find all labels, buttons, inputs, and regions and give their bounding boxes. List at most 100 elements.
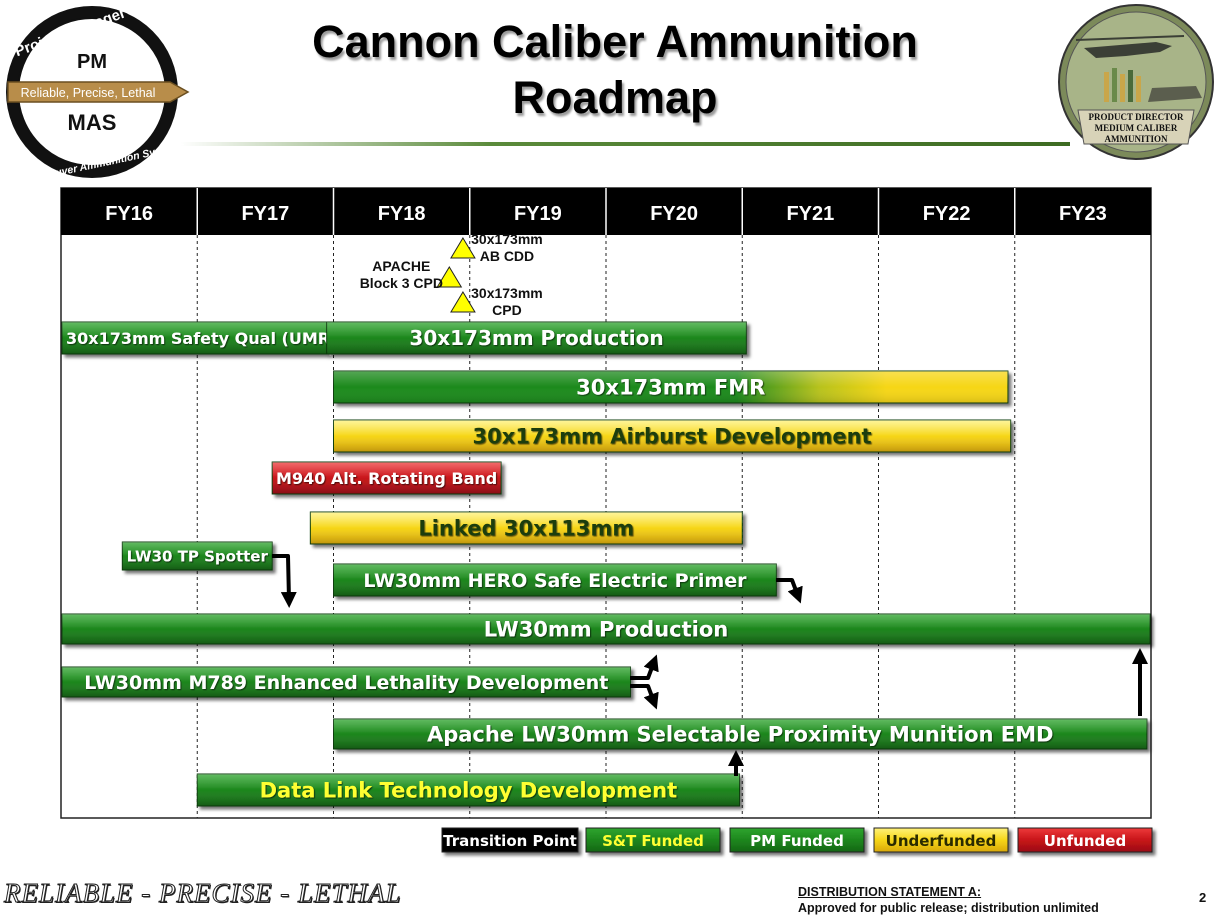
- bar-label: Data Link Technology Development: [260, 779, 678, 803]
- bar-sheen: [310, 512, 743, 544]
- legend-item-unfunded: Unfunded: [1017, 827, 1153, 853]
- page-title-line2: Roadmap: [512, 72, 718, 123]
- fiscal-year-labels: FY16 FY17 FY18 FY19 FY20 FY21 FY22 FY23: [105, 188, 1107, 235]
- ammunition-rounds-icon: [1104, 68, 1141, 102]
- legend-label: Underfunded: [886, 832, 997, 850]
- bar-label: 30x173mm Safety Qual (UMR): [66, 329, 337, 348]
- milestone-label: Block 3 CPD: [360, 275, 443, 291]
- fy-label-fy17: FY17: [241, 203, 289, 225]
- page-number: 2: [1199, 890, 1207, 905]
- legend-label: Unfunded: [1044, 832, 1126, 850]
- bar-label: 30x173mm Airburst Development: [473, 425, 872, 449]
- legend-item-underfunded: Underfunded: [873, 827, 1009, 853]
- bar-label: M940 Alt. Rotating Band: [276, 469, 497, 488]
- legend-label: Transition Point: [443, 832, 577, 850]
- legend-swatch: [1017, 827, 1153, 853]
- chart-frame: [60, 187, 1152, 819]
- bar-sheen: [122, 542, 273, 570]
- bar-label: 30x173mm FMR: [576, 376, 765, 400]
- footer-slogan: RELIABLE - PRECISE - LETHAL: [3, 878, 402, 909]
- bar-label: Apache LW30mm Selectable Proximity Munit…: [427, 723, 1054, 747]
- pd-mca-seal: PRODUCT DIRECTOR MEDIUM CALIBER AMMUNITI…: [1058, 4, 1214, 160]
- bar-lw30mm-hero-safe-electric-primer: LW30mm HERO Safe Electric Primer: [333, 563, 777, 597]
- bar-label: LW30mm Production: [484, 618, 728, 642]
- fy-label-fy22: FY22: [923, 203, 971, 225]
- milestone-label: 30x173mm: [471, 231, 543, 247]
- bar-30x173mm-production: 30x173mm Production: [326, 321, 747, 355]
- bar-label: 30x173mm Production: [409, 326, 663, 350]
- bar-data-link-technology-development: Data Link Technology Development: [196, 773, 741, 807]
- program-bars: 30x173mm Safety Qual (UMR) 30x173mm Produ…: [61, 319, 1151, 807]
- milestone-triangle-icon: [436, 266, 463, 288]
- pm-mas-logo: Project Manager PM Reliable, Precise, Le…: [6, 4, 190, 182]
- bar-apache-lw30mm-selectable-proximity-munition-emd: Apache LW30mm Selectable Proximity Munit…: [333, 718, 1148, 750]
- fy-label-fy23: FY23: [1059, 203, 1107, 225]
- seal-line1: PRODUCT DIRECTOR: [1089, 112, 1184, 122]
- fy-label-fy16: FY16: [105, 203, 153, 225]
- bar-sheen: [197, 774, 740, 806]
- seal-line2: MEDIUM CALIBER: [1095, 123, 1178, 133]
- legend-item-transition-point: Transition Point: [441, 827, 579, 853]
- bar-30x173mm-airburst-development: 30x173mm Airburst Development: [333, 419, 1012, 453]
- transition-arrow-spotter: [272, 554, 297, 608]
- bar-label: LW30mm M789 Enhanced Lethality Developme…: [84, 672, 608, 694]
- milestone-label: AB CDD: [480, 248, 534, 264]
- tank-icon: [1148, 86, 1202, 102]
- bar-sheen: [272, 462, 502, 494]
- bar-sheen: [62, 667, 631, 697]
- bar-label: Linked 30x113mm: [418, 517, 634, 541]
- legend-swatch: [873, 827, 1009, 853]
- bar-lw30mm-production: LW30mm Production: [61, 613, 1151, 645]
- bar-sheen: [333, 420, 1011, 452]
- milestone-label: 30x173mm: [471, 285, 543, 301]
- helicopter-icon: [1084, 42, 1172, 58]
- logo-mas-text: MAS: [68, 110, 117, 135]
- logo-ribbon-text: Reliable, Precise, Lethal: [21, 86, 156, 100]
- milestone-triangle-icon: [450, 237, 476, 259]
- bar-sheen: [62, 322, 327, 354]
- funding-legend: Transition Point S&T Funded PM Funded Under…: [441, 827, 1153, 853]
- page-title: Cannon Caliber Ammunition Roadmap: [250, 14, 980, 126]
- bar-30x173mm-fmr: 30x173mm FMR: [333, 370, 1009, 404]
- transition-arrow-m789-down: [630, 684, 659, 710]
- bar-sheen: [333, 371, 1008, 403]
- milestone-label: CPD: [492, 302, 522, 318]
- transition-arrow-m789-up: [630, 654, 659, 680]
- title-divider: [180, 142, 1070, 146]
- distribution-text: Approved for public release; distributio…: [798, 901, 1099, 915]
- logo-pm-text: PM: [77, 51, 107, 73]
- bar-label: LW30mm HERO Safe Electric Primer: [363, 570, 747, 592]
- legend-swatch: [441, 827, 579, 853]
- bar-sheen: [62, 614, 1150, 644]
- bar-lw30-tp-spotter: LW30 TP Spotter: [121, 541, 273, 571]
- legend-swatch: [729, 827, 865, 853]
- fy-label-fy20: FY20: [650, 203, 698, 225]
- fy-label-fy18: FY18: [378, 203, 426, 225]
- bar-sheen: [333, 564, 777, 596]
- legend-swatch: [585, 827, 721, 853]
- bar-30x173mm-safety-qual-umr: 30x173mm Safety Qual (UMR): [61, 319, 352, 357]
- bar-label: LW30 TP Spotter: [127, 547, 269, 565]
- bar-m940-alt-rotating-band: M940 Alt. Rotating Band: [271, 461, 502, 495]
- legend-label: PM Funded: [750, 832, 844, 850]
- distribution-title: DISTRIBUTION STATEMENT A:: [798, 885, 982, 899]
- bar-sheen: [326, 322, 747, 354]
- bar-lw30mm-m789-enhanced-lethality-development: LW30mm M789 Enhanced Lethality Developme…: [61, 666, 632, 698]
- legend-label: S&T Funded: [602, 832, 704, 850]
- milestone-triangle-icon: [450, 291, 476, 313]
- transition-arrow-hero-primer: [776, 578, 803, 604]
- bar-linked-30x113mm: Linked 30x113mm: [309, 511, 743, 545]
- seal-line3: AMMUNITION: [1105, 134, 1168, 144]
- fy-label-fy19: FY19: [514, 203, 562, 225]
- legend-item-s-t-funded: S&T Funded: [585, 827, 721, 853]
- bar-sheen: [333, 719, 1147, 749]
- transition-arrows: [272, 554, 1148, 776]
- milestone-label: APACHE: [372, 258, 430, 274]
- legend-item-pm-funded: PM Funded: [729, 827, 865, 853]
- fy-label-fy21: FY21: [786, 203, 834, 225]
